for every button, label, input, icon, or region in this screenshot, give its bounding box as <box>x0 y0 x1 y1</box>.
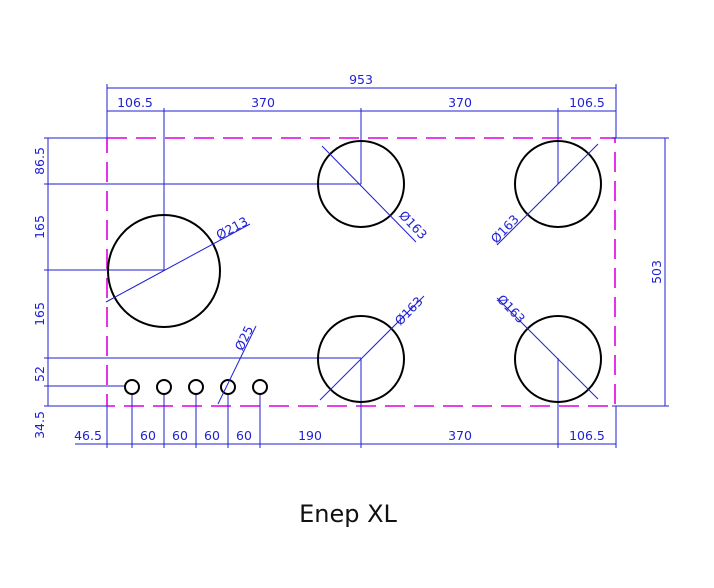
burner-bottom-right: Ø163 <box>494 292 602 403</box>
label-burner-top-right: Ø163 <box>488 212 522 247</box>
product-name: Enep XL <box>299 500 397 528</box>
dim-bottom-1: 46.5 <box>74 428 102 443</box>
right-dimension: 503 <box>612 137 669 407</box>
dim-top-4: 106.5 <box>569 95 605 110</box>
knob-4 <box>220 379 236 395</box>
dim-left-4: 52 <box>32 366 47 382</box>
dim-left-3: 165 <box>32 302 47 326</box>
dim-bottom-8: 106.5 <box>569 428 605 443</box>
knob-row: Ø25 <box>124 323 268 405</box>
knob-3 <box>188 379 204 395</box>
dim-bottom-4: 60 <box>204 428 220 443</box>
burner-top-center: Ø163 <box>317 140 430 243</box>
label-burner-large: Ø213 <box>213 213 250 242</box>
dim-bottom-5: 60 <box>236 428 252 443</box>
bottom-dimension-chain: 46.5 60 60 60 60 190 370 106.5 <box>74 358 617 448</box>
dim-left-2: 165 <box>32 215 47 239</box>
label-burner-top-center: Ø163 <box>396 208 430 243</box>
burner-top-right: Ø163 <box>488 140 602 247</box>
dim-bottom-6: 190 <box>298 428 322 443</box>
dim-overall-height: 503 <box>649 260 664 284</box>
dim-bottom-2: 60 <box>140 428 156 443</box>
left-dimension-chain: 86.5 165 165 52 34.5 <box>32 137 361 439</box>
knob-2 <box>156 379 172 395</box>
knob-5 <box>252 379 268 395</box>
dim-left-1: 86.5 <box>32 147 47 175</box>
dim-bottom-7: 370 <box>448 428 472 443</box>
top-dimension-chain: 953 106.5 370 370 106.5 <box>106 72 617 270</box>
label-burner-bottom-right: Ø163 <box>494 292 528 327</box>
dim-overall-width: 953 <box>349 72 373 87</box>
dim-top-1: 106.5 <box>117 95 153 110</box>
label-knob-diameter: Ø25 <box>232 323 257 353</box>
dim-left-5: 34.5 <box>32 411 47 439</box>
knob-1 <box>124 379 140 395</box>
dim-top-2: 370 <box>251 95 275 110</box>
dim-top-3: 370 <box>448 95 472 110</box>
burner-bottom-center: Ø163 <box>317 294 426 403</box>
dim-bottom-3: 60 <box>172 428 188 443</box>
